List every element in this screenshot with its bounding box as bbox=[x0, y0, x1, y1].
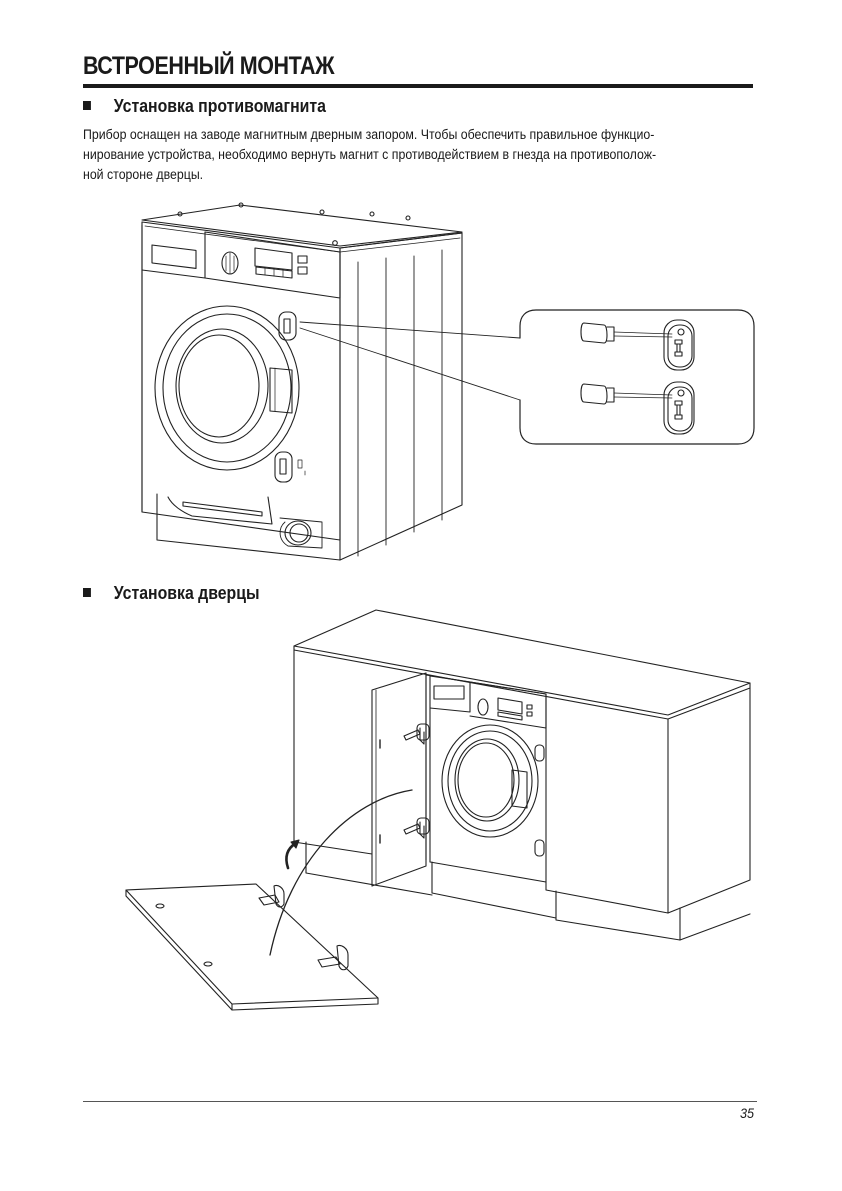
machine-top bbox=[141, 204, 463, 247]
screw-icon bbox=[405, 215, 411, 221]
screwdriver-icon bbox=[580, 383, 673, 405]
hinge-icon bbox=[317, 944, 349, 971]
cabinet-door-open bbox=[371, 672, 427, 887]
screw-hole bbox=[155, 903, 165, 909]
magnet-socket-detail bbox=[663, 319, 695, 371]
magnet-detail-callout bbox=[519, 309, 755, 445]
detergent-drawer-handle bbox=[151, 244, 197, 269]
magnet-socket-lower bbox=[274, 451, 293, 483]
hinge-icon bbox=[403, 723, 430, 745]
screw-icon bbox=[238, 202, 244, 208]
hinge-icon bbox=[403, 817, 430, 839]
door-ring-outer bbox=[154, 305, 300, 471]
machine-plinth bbox=[156, 493, 341, 561]
square-bullet-icon bbox=[83, 101, 91, 110]
page-number: 35 bbox=[740, 1105, 755, 1121]
footer-divider bbox=[83, 1101, 757, 1102]
paragraph-line: ной стороне дверцы. bbox=[83, 167, 204, 183]
section-paragraph: Прибор оснащен на заводе магнитным дверн… bbox=[83, 125, 753, 185]
door-handle bbox=[269, 367, 293, 414]
screw-icon bbox=[319, 209, 325, 215]
section-heading-text: Установка противомагнита bbox=[113, 96, 326, 116]
paragraph-line: нирование устройства, необходимо вернуть… bbox=[83, 147, 657, 163]
screw-icon bbox=[332, 240, 338, 246]
screw-icon bbox=[177, 211, 183, 217]
paragraph-line: Прибор оснащен на заводе магнитным дверн… bbox=[83, 127, 655, 143]
title-divider bbox=[83, 84, 753, 88]
cabinet-left bbox=[293, 649, 373, 855]
section-heading-magnet: Установка противомагнита bbox=[83, 96, 326, 117]
program-knob bbox=[477, 698, 489, 716]
machine-side bbox=[339, 232, 463, 561]
hinge-icon bbox=[258, 884, 285, 908]
drain-filter-cap bbox=[284, 520, 312, 546]
cabinet-right bbox=[545, 693, 669, 914]
screw-hole bbox=[203, 961, 213, 967]
door-panel-flat bbox=[125, 883, 379, 1005]
screw-icon bbox=[369, 211, 375, 217]
square-bullet-icon bbox=[83, 588, 91, 597]
magnet-socket-upper bbox=[278, 311, 297, 341]
display-panel bbox=[497, 697, 523, 715]
page-title: ВСТРОЕННЫЙ МОНТАЖ bbox=[83, 52, 335, 80]
display-panel bbox=[254, 247, 293, 271]
section-heading-door: Установка дверцы bbox=[83, 583, 259, 604]
section-heading-text: Установка дверцы bbox=[113, 583, 260, 603]
magnet-socket-detail bbox=[663, 381, 695, 435]
screwdriver-icon bbox=[580, 322, 673, 344]
machine-front bbox=[141, 221, 341, 541]
swing-arc bbox=[269, 789, 413, 956]
door-handle bbox=[511, 769, 528, 809]
machine-door bbox=[441, 724, 539, 838]
